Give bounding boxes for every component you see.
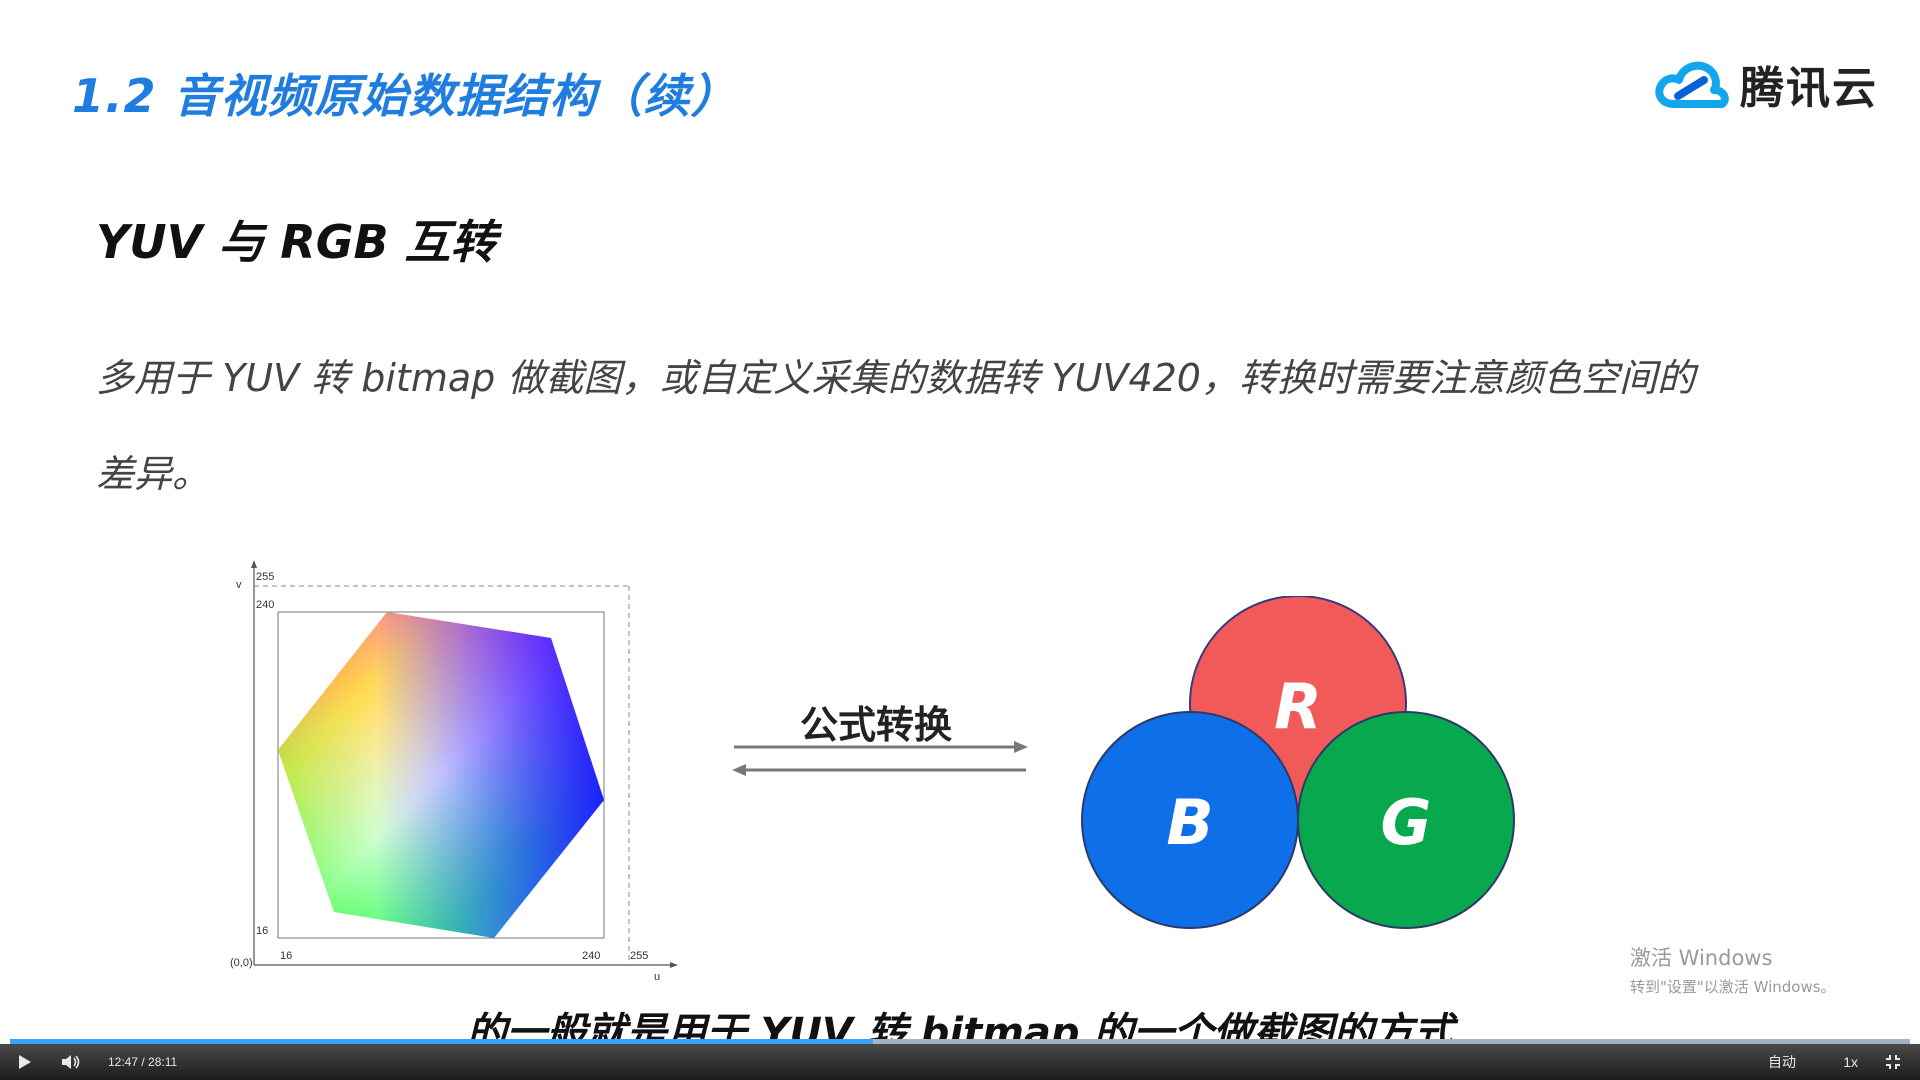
rgb-circles-diagram: R B G: [1081, 596, 1515, 929]
x-tick-16: 16: [280, 950, 292, 962]
origin-label: (0,0): [230, 957, 253, 969]
b-label: B: [1166, 786, 1213, 859]
quality-button[interactable]: 自动: [1768, 1054, 1796, 1070]
logo-text: 腾讯云: [1740, 63, 1878, 114]
volume-icon: [62, 1055, 80, 1069]
time-display: 12:47 / 28:11: [108, 1055, 178, 1069]
y-tick-255: 255: [256, 571, 274, 583]
play-icon: [19, 1055, 31, 1069]
bidirectional-arrow-icon: [732, 741, 1028, 776]
x-tick-240: 240: [582, 950, 600, 962]
r-label: R: [1274, 670, 1322, 743]
section-heading: YUV 与 RGB 互转: [96, 215, 497, 269]
progress-bar[interactable]: [10, 1039, 1910, 1044]
y-tick-16: 16: [256, 925, 268, 937]
y-tick-240: 240: [256, 599, 274, 611]
volume-button[interactable]: [56, 1044, 86, 1080]
play-button[interactable]: [10, 1044, 40, 1080]
u-axis-label: u: [654, 971, 660, 983]
yuv-color-space-plot: v u 255 240 16 16 240 255 (0,0): [230, 560, 678, 983]
green-circle: [1297, 711, 1515, 929]
slide-title: 1.2 音视频原始数据结构（续）: [72, 69, 738, 123]
conversion-label: 公式转换: [800, 703, 953, 747]
speed-button[interactable]: 1x: [1843, 1054, 1858, 1070]
watermark-title: 激活 Windows: [1630, 946, 1773, 970]
g-label: G: [1381, 786, 1432, 859]
watermark-subtitle: 转到"设置"以激活 Windows。: [1630, 978, 1836, 996]
body-paragraph: 多用于 YUV 转 bitmap 做截图，或自定义采集的数据转 YUV420，转…: [96, 356, 1695, 496]
x-tick-255: 255: [630, 950, 648, 962]
exit-fullscreen-button[interactable]: [1880, 1044, 1906, 1080]
player-control-bar: 12:47 / 28:11 自动 1x: [0, 1044, 1920, 1080]
v-axis-label: v: [236, 579, 242, 591]
exit-fullscreen-icon: [1886, 1055, 1900, 1069]
windows-activation-watermark: 激活 Windows 转到"设置"以激活 Windows。: [1630, 942, 1836, 997]
progress-fill: [10, 1039, 873, 1044]
cloud-icon: [1655, 61, 1729, 108]
tencent-cloud-logo: 腾讯云: [1652, 52, 1878, 116]
